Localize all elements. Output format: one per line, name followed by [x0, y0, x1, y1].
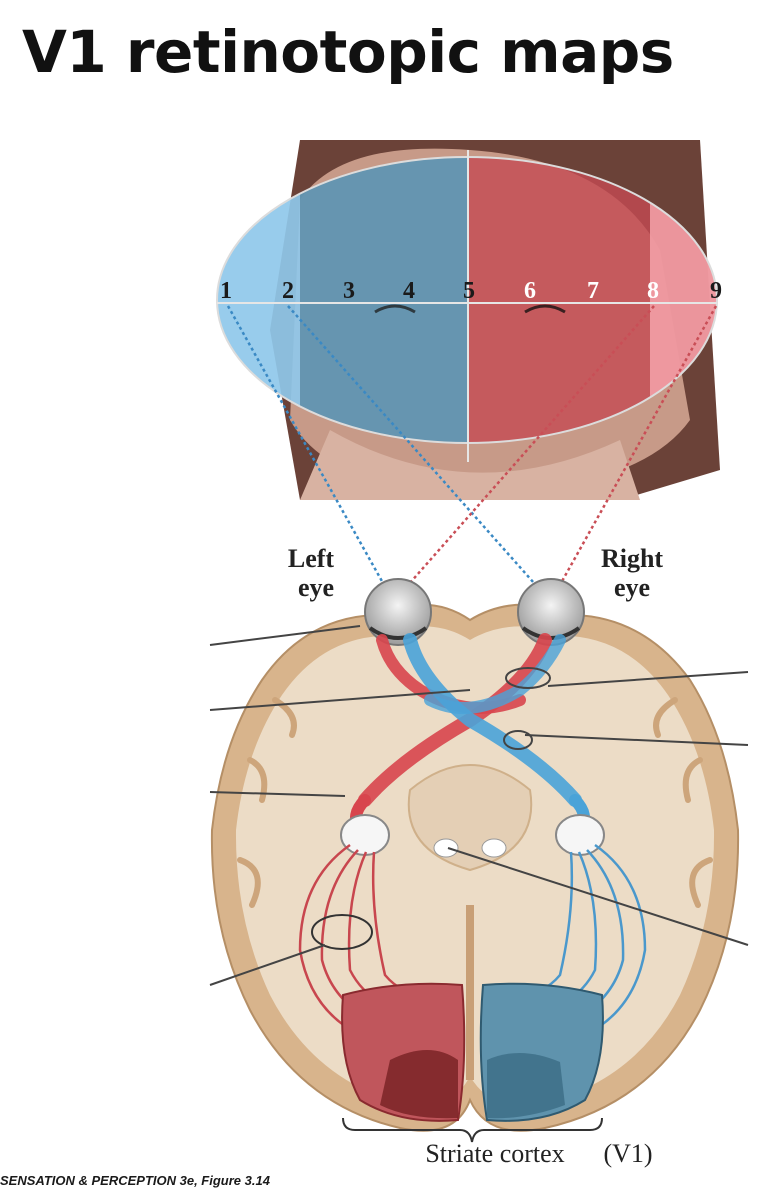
right-lgn	[555, 814, 605, 856]
field-point-8: 8	[647, 278, 659, 304]
leader-optic-tract-right	[524, 734, 749, 746]
projection-lines	[226, 305, 718, 593]
v1-label: (V1)	[603, 1139, 652, 1168]
left-field-face-overlay	[300, 157, 468, 443]
leader-optic-nerve-left	[209, 689, 471, 711]
optic-nerve-ring	[505, 667, 551, 689]
page-title: V1 retinotopic maps	[22, 18, 674, 86]
right-eye-label-line2: eye	[614, 573, 650, 602]
left-eyeball-globe	[364, 578, 432, 646]
blue-optic-nerve-right	[424, 634, 566, 714]
right-eyeball	[517, 578, 585, 646]
face-eye-right	[524, 304, 566, 314]
projection-2-to-right-eye	[287, 305, 543, 593]
optic-pathways	[350, 633, 590, 836]
gyrus-right-2	[689, 857, 713, 908]
left-eyeball	[364, 578, 432, 646]
right-striate-cortex-dark	[487, 1052, 565, 1119]
superior-colliculus-right	[481, 838, 507, 858]
field-point-5: 5	[463, 278, 475, 304]
visual-field-numbers: 1 2 3 4 5 6 7 8 9	[220, 278, 722, 304]
optic-tract-ring	[503, 730, 533, 750]
face-chin	[300, 430, 640, 500]
optic-radiation-ring	[311, 914, 373, 950]
left-eye-label-line2: eye	[298, 573, 334, 602]
projection-9-to-right-eye	[554, 305, 718, 593]
leader-colliculus	[447, 847, 749, 946]
red-radiation-1	[298, 843, 361, 1037]
gyrus-right-3	[653, 697, 678, 738]
brain-gyri	[237, 697, 713, 908]
gyrus-right-1	[682, 757, 703, 803]
face-eye-left	[374, 304, 416, 314]
leader-optic-tract-left	[209, 791, 346, 797]
brain-section	[210, 603, 740, 1132]
blue-radiation-1	[584, 843, 647, 1037]
left-lgn	[340, 814, 390, 856]
left-retina	[368, 626, 428, 640]
field-point-2: 2	[282, 278, 294, 304]
figure-caption: SENSATION & PERCEPTION 3e, Figure 3.14	[0, 1173, 270, 1188]
leader-lines	[209, 625, 749, 986]
field-point-4: 4	[403, 278, 415, 304]
field-point-7: 7	[587, 278, 599, 304]
projection-1-to-left-eye	[226, 305, 390, 593]
right-eye-label-line1: Right	[601, 544, 663, 573]
left-eye-label-line1: Left	[288, 544, 335, 573]
field-point-1: 1	[220, 278, 232, 304]
leader-optic-radiation	[209, 944, 326, 986]
striate-cortex-brace	[342, 1117, 603, 1143]
blue-optic-nerve-left	[403, 633, 582, 807]
left-striate-cortex-dark	[380, 1050, 458, 1119]
field-point-3: 3	[343, 278, 355, 304]
leader-retina	[209, 625, 361, 646]
gyrus-left-1	[247, 757, 268, 803]
field-point-6: 6	[524, 278, 536, 304]
field-point-9: 9	[710, 278, 722, 304]
leader-optic-chiasm	[547, 671, 749, 687]
gyrus-left-3	[272, 697, 297, 738]
superior-colliculus-left	[433, 838, 459, 858]
gyrus-left-2	[237, 857, 261, 908]
right-eyeball-globe	[517, 578, 585, 646]
visual-field-ellipse	[217, 157, 717, 443]
striate-cortex-label: Striate cortex	[425, 1139, 564, 1168]
